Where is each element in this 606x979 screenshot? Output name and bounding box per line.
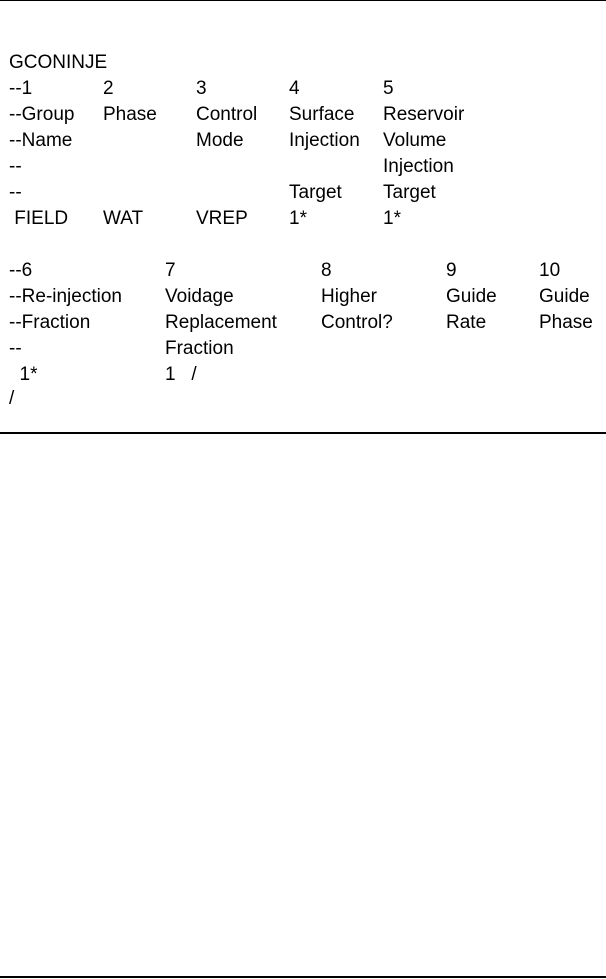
block2-col6: --Fraction xyxy=(9,312,91,333)
block1-col1: --1 xyxy=(9,78,33,99)
block2-row: -- Fraction xyxy=(0,336,606,362)
block1-row: --Group Phase Control Surface Reservoir xyxy=(0,102,606,128)
block2-col7: Voidage xyxy=(165,286,234,307)
block1-col5: Target xyxy=(383,182,436,203)
block1-col4: Surface xyxy=(289,104,355,125)
block2-col8: Control? xyxy=(321,312,393,333)
block2-row: --Fraction Replacement Control? Rate Pha… xyxy=(0,310,606,336)
block1-col1: -- xyxy=(9,182,22,203)
keyword-line: GCONINJE xyxy=(0,50,606,76)
terminator-line: / xyxy=(0,386,606,412)
block1-col2: WAT xyxy=(103,208,144,229)
block2-col7: 7 xyxy=(165,260,176,281)
block1-col5: Volume xyxy=(383,130,447,151)
block1-col2: 2 xyxy=(103,78,114,99)
block2-col7: 1 / xyxy=(165,364,197,385)
section-divider xyxy=(0,432,606,434)
block1-col4: 1* xyxy=(289,208,307,229)
block2-col8: 8 xyxy=(321,260,332,281)
block1-col3: Control xyxy=(196,104,258,125)
block2-col6: --Re-injection xyxy=(9,286,122,307)
block1-col1: FIELD xyxy=(9,208,69,229)
block2-row: --Re-injection Voidage Higher Guide Guid… xyxy=(0,284,606,310)
block1-col3: Mode xyxy=(196,130,244,151)
block1-data-row: FIELD WAT VREP 1* 1* xyxy=(0,206,606,232)
block1-col4: 4 xyxy=(289,78,300,99)
block1-col3: 3 xyxy=(196,78,207,99)
keyword: GCONINJE xyxy=(9,52,108,73)
block2-col8: Higher xyxy=(321,286,377,307)
block2-col9: 9 xyxy=(446,260,457,281)
block2-col10: Guide xyxy=(539,286,590,307)
block1-col3: VREP xyxy=(196,208,248,229)
block1-col2: Phase xyxy=(103,104,157,125)
block1-col5: 5 xyxy=(383,78,394,99)
record-terminator: / xyxy=(9,388,15,409)
block1-col5: Injection xyxy=(383,156,454,177)
block1-col5: 1* xyxy=(383,208,401,229)
block2-data-row: 1* 1 / xyxy=(0,362,606,388)
block1-col4: Injection xyxy=(289,130,360,151)
block1-col5: Reservoir xyxy=(383,104,465,125)
block2-col7: Replacement xyxy=(165,312,277,333)
block2-col6: 1* xyxy=(9,364,38,385)
block2-col6: -- xyxy=(9,338,22,359)
block2-row: --6 7 8 9 10 xyxy=(0,258,606,284)
block1-row: --Name Mode Injection Volume xyxy=(0,128,606,154)
block1-col1: -- xyxy=(9,156,22,177)
block2-col9: Guide xyxy=(446,286,497,307)
block2-col6: --6 xyxy=(9,260,33,281)
block1-col1: --Group xyxy=(9,104,75,125)
bottom-rule xyxy=(0,976,606,978)
block1-row: --1 2 3 4 5 xyxy=(0,76,606,102)
top-rule xyxy=(0,0,606,1)
block1-row: -- Injection xyxy=(0,154,606,180)
block1-col4: Target xyxy=(289,182,342,203)
block2-col7: Fraction xyxy=(165,338,234,359)
block2-col10: Phase xyxy=(539,312,593,333)
block2-col9: Rate xyxy=(446,312,487,333)
block1-col1: --Name xyxy=(9,130,73,151)
block2-col10: 10 xyxy=(539,260,561,281)
block1-row: -- Target Target xyxy=(0,180,606,206)
